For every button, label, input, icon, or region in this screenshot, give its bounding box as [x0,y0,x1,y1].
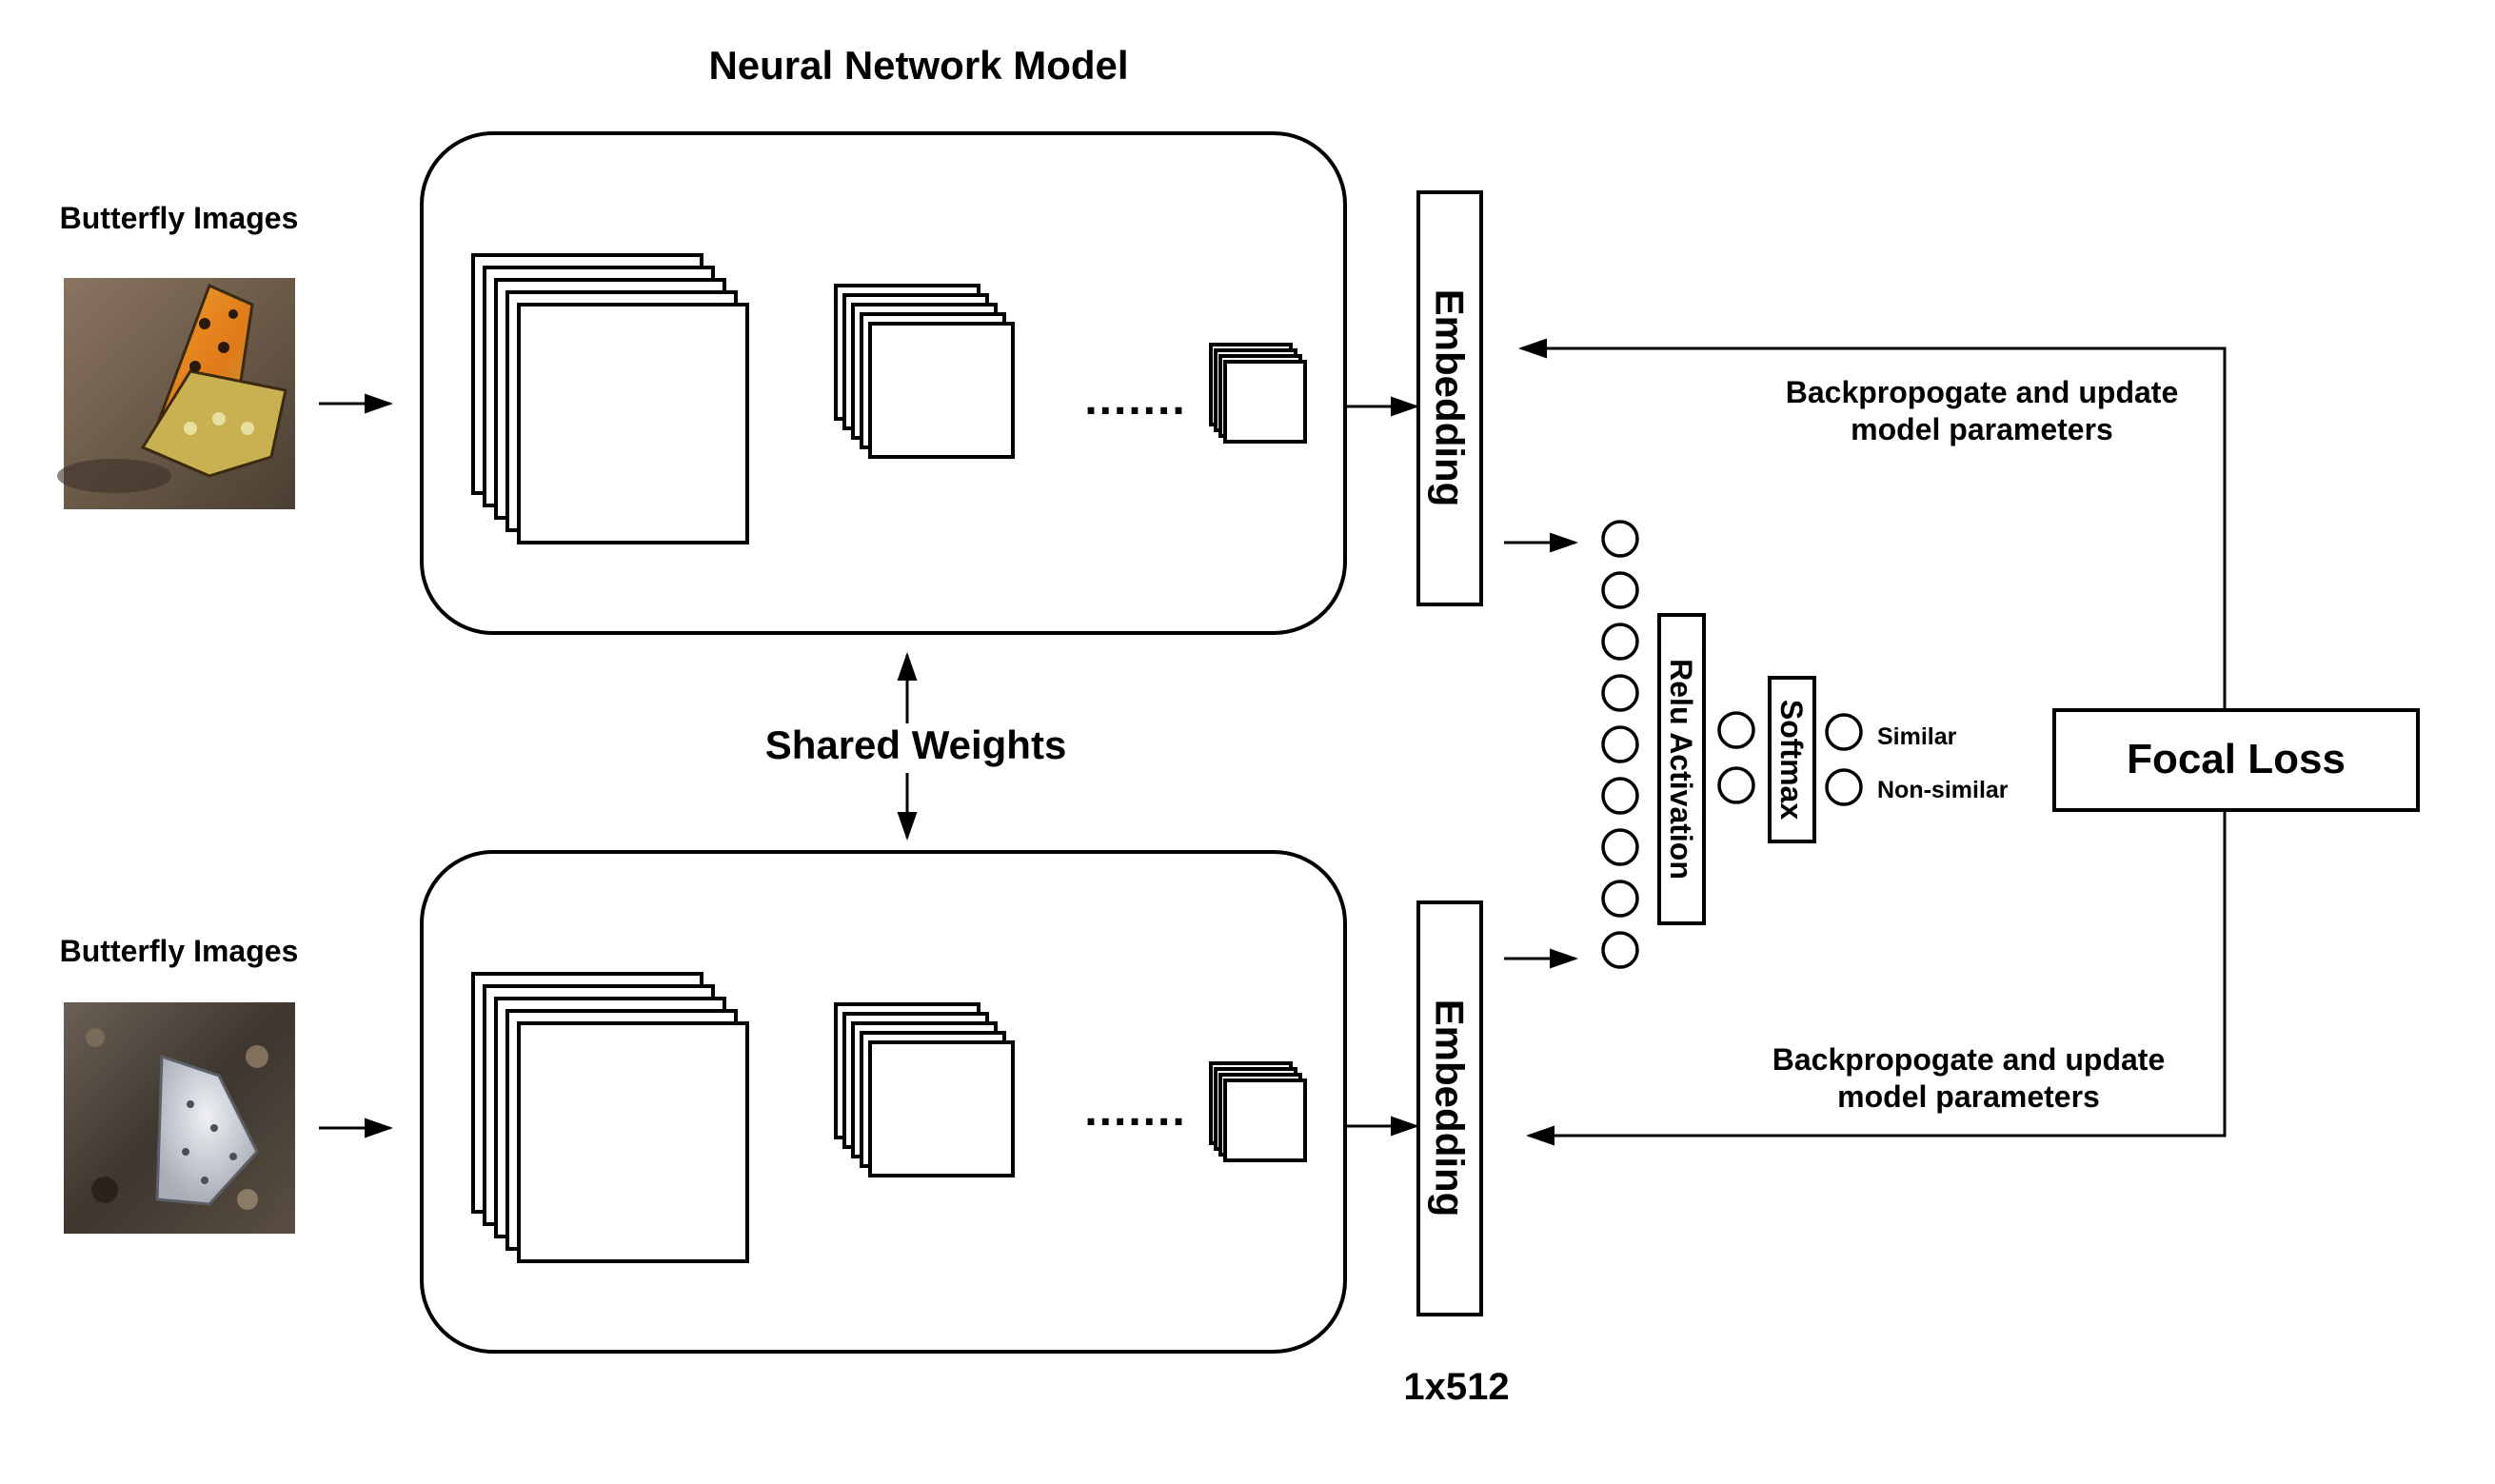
backprop-label-bottom-line1: Backpropogate and update [1772,1042,2166,1077]
hidden-neuron [1717,711,1755,749]
shared-weights-label: Shared Weights [765,722,1067,767]
feature-map-stack-small [1209,343,1307,444]
focal-loss-box [2052,708,2420,812]
input-neuron [1601,674,1639,712]
backprop-path-bottom [1526,810,2227,1146]
cnn-tower-bottom [420,850,1347,1354]
input-label-bottom: Butterfly Images [60,934,299,968]
feature-map-stack-medium [834,1002,1015,1177]
input-label-top: Butterfly Images [60,201,299,235]
output-neuron-similar [1825,713,1863,751]
feature-map-stack-medium [834,284,1015,459]
embedding-size-label: 1x512 [1403,1366,1509,1408]
input-neuron [1601,880,1639,918]
hidden-neuron [1717,766,1755,804]
input-neuron-column [1601,520,1639,969]
butterfly-image-bottom [64,1002,295,1234]
embedding-label-bottom: Embedding [1428,999,1473,1217]
feature-map-stack-large [471,253,749,544]
cnn-tower-top [420,131,1347,635]
backprop-label-bottom-line2: model parameters [1837,1079,2100,1114]
page-title: Neural Network Model [708,43,1128,88]
ellipsis-bottom: ....... [1084,1085,1186,1136]
embedding-box-bottom [1416,900,1483,1316]
output-label-non-similar: Non-similar [1877,777,2009,803]
ellipsis-top: ....... [1084,374,1186,425]
embedding-box-top [1416,190,1483,606]
focal-loss-label: Focal Loss [2127,736,2346,782]
relu-activation-box [1657,613,1706,925]
output-label-similar: Similar [1877,723,1957,750]
softmax-label: Softmax [1774,700,1809,820]
softmax-box [1768,676,1816,843]
input-neuron [1601,828,1639,866]
input-neuron [1601,571,1639,609]
output-neuron-non-similar [1825,768,1863,806]
butterfly-image-top [57,278,295,509]
input-neuron [1601,777,1639,815]
input-neuron [1601,931,1639,969]
relu-activation-label: Relu Activation [1664,659,1698,880]
backprop-label-top-line1: Backpropogate and update [1786,375,2179,409]
input-neuron [1601,725,1639,763]
backprop-path-top [1518,338,2227,710]
backprop-label-top-line2: model parameters [1851,412,2113,446]
embedding-label-top: Embedding [1428,289,1473,507]
input-neuron [1601,520,1639,558]
feature-map-stack-small [1209,1061,1307,1162]
feature-map-stack-large [471,972,749,1263]
input-neuron [1601,623,1639,661]
